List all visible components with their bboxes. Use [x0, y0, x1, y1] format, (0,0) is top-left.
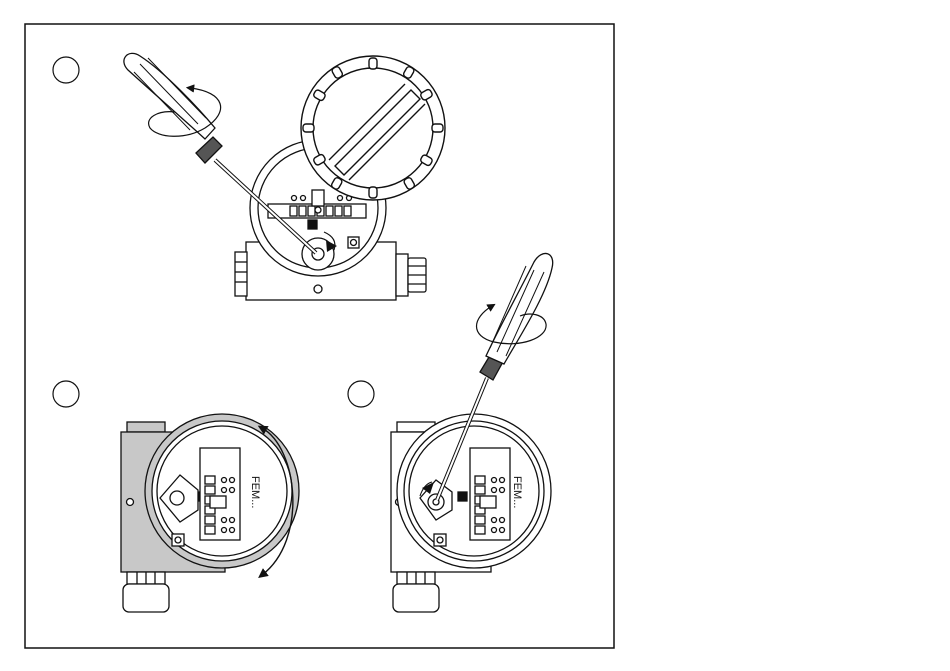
- top-left-cable-gland-icon: [235, 252, 247, 296]
- step-marker-3: [348, 381, 374, 407]
- step-marker-2: [53, 381, 79, 407]
- top-right-cable-gland-icon: [396, 254, 426, 296]
- right-bottom-cable-gland-icon: [393, 572, 439, 612]
- left-module-label: FEM...: [249, 476, 261, 508]
- step-marker-1: [53, 57, 79, 83]
- left-bottom-cable-gland-icon: [123, 572, 169, 612]
- right-module-label: FEM...: [511, 476, 523, 508]
- left-terminal-block-icon: [200, 448, 240, 540]
- right-terminal-block-icon: [470, 448, 510, 540]
- cover-icon: [301, 56, 445, 200]
